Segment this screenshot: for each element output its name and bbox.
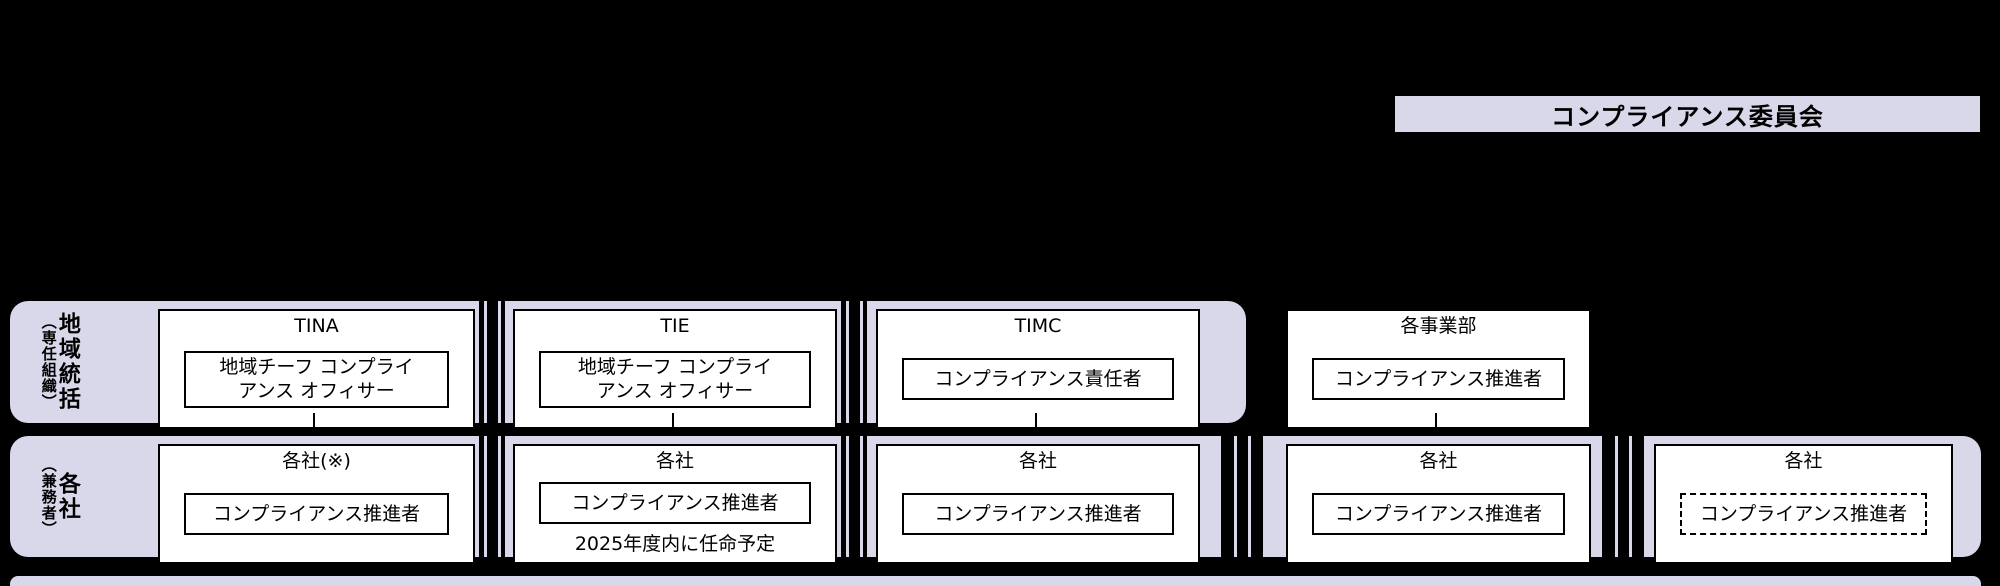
company-box-4: 各社 コンプライアンス推進者 bbox=[1286, 444, 1591, 564]
timc-role-label: コンプライアンス責任者 bbox=[934, 368, 1142, 391]
company-box-4-role-box: コンプライアンス推進者 bbox=[1312, 493, 1565, 536]
tie-box: TIE 地域チーフ コンプライ アンス オフィサー bbox=[513, 309, 837, 429]
company-box-4-role-label: コンプライアンス推進者 bbox=[1334, 503, 1543, 526]
timc-role-box: コンプライアンス責任者 bbox=[902, 358, 1174, 401]
company-box-3-role-wrap: コンプライアンス推進者 bbox=[878, 473, 1198, 556]
segment-separator bbox=[479, 436, 505, 557]
company-box-4-role-wrap: コンプライアンス推進者 bbox=[1288, 473, 1589, 556]
company-box-3: 各社 コンプライアンス推進者 bbox=[876, 444, 1200, 564]
timc-box: TIMC コンプライアンス責任者 bbox=[876, 309, 1200, 429]
tie-title: TIE bbox=[660, 315, 690, 337]
compliance-committee-box: コンプライアンス委員会 bbox=[1395, 96, 1980, 132]
company-box-5: 各社 コンプライアンス推進者 bbox=[1654, 444, 1953, 564]
connector-line bbox=[1035, 413, 1037, 445]
company-box-5-role-box: コンプライアンス推進者 bbox=[1680, 493, 1927, 536]
company-box-1-role-wrap: コンプライアンス推進者 bbox=[160, 473, 473, 556]
tina-role-line2: アンス オフィサー bbox=[238, 380, 395, 403]
segment-separator bbox=[841, 436, 867, 557]
regional-row-side-label-sub: （専任組織） bbox=[39, 314, 58, 410]
company-box-3-role-label: コンプライアンス推進者 bbox=[934, 503, 1142, 526]
connector-line bbox=[672, 413, 674, 445]
division-title: 各事業部 bbox=[1400, 315, 1477, 337]
tie-role-box: 地域チーフ コンプライ アンス オフィサー bbox=[539, 350, 811, 409]
company-box-2-title: 各社 bbox=[655, 450, 694, 472]
company-box-5-role-label: コンプライアンス推進者 bbox=[1699, 503, 1908, 526]
tina-role-wrap: 地域チーフ コンプライ アンス オフィサー bbox=[160, 338, 473, 421]
company-box-2: 各社 コンプライアンス推進者 2025年度内に任命予定 bbox=[513, 444, 837, 564]
timc-role-wrap: コンプライアンス責任者 bbox=[878, 338, 1198, 421]
company-box-2-note: 2025年度内に任命予定 bbox=[574, 533, 776, 556]
segment-separator bbox=[841, 301, 867, 423]
tina-role-line1: 地域チーフ コンプライ bbox=[219, 355, 414, 378]
company-box-1-role-box: コンプライアンス推進者 bbox=[184, 493, 449, 536]
company-box-5-title: 各社 bbox=[1784, 450, 1823, 472]
regional-row-side-label-main: 地域統括 bbox=[54, 312, 80, 412]
regional-row-side-label: 地域統括 （専任組織） bbox=[39, 301, 80, 423]
tie-role-line1: 地域チーフ コンプライ bbox=[577, 355, 773, 378]
tie-role-line2: アンス オフィサー bbox=[596, 380, 754, 403]
company-row-side-label-main: 各社 bbox=[54, 471, 80, 522]
connector-line bbox=[1435, 413, 1437, 445]
division-role-box: コンプライアンス推進者 bbox=[1312, 358, 1565, 401]
timc-title: TIMC bbox=[1014, 315, 1062, 337]
company-box-3-role-box: コンプライアンス推進者 bbox=[902, 493, 1174, 536]
company-box-2-role-wrap: コンプライアンス推進者 bbox=[515, 473, 835, 534]
division-box: 各事業部 コンプライアンス推進者 bbox=[1286, 309, 1591, 429]
company-box-2-role-label: コンプライアンス推進者 bbox=[571, 492, 779, 515]
company-box-1-title: 各社(※) bbox=[282, 450, 351, 472]
division-role-wrap: コンプライアンス推進者 bbox=[1288, 338, 1589, 421]
company-box-5-role-wrap: コンプライアンス推進者 bbox=[1656, 473, 1951, 556]
tina-box: TINA 地域チーフ コンプライ アンス オフィサー bbox=[158, 309, 475, 429]
tina-role-box: 地域チーフ コンプライ アンス オフィサー bbox=[184, 350, 449, 409]
segment-separator bbox=[1602, 436, 1644, 557]
bottom-section-edge bbox=[10, 576, 1981, 586]
tina-title: TINA bbox=[294, 315, 339, 337]
tie-role-wrap: 地域チーフ コンプライ アンス オフィサー bbox=[515, 338, 835, 421]
segment-separator bbox=[479, 301, 505, 423]
company-row-side-label: 各社 （兼務者） bbox=[39, 436, 80, 557]
company-box-2-role-box: コンプライアンス推進者 bbox=[539, 482, 811, 525]
company-box-3-title: 各社 bbox=[1018, 450, 1057, 472]
division-role-label: コンプライアンス推進者 bbox=[1334, 368, 1543, 391]
compliance-committee-label: コンプライアンス委員会 bbox=[1551, 102, 1824, 131]
company-box-4-title: 各社 bbox=[1419, 450, 1458, 472]
company-row-side-label-sub: （兼務者） bbox=[39, 456, 58, 537]
connector-line bbox=[313, 413, 315, 445]
segment-separator bbox=[1221, 436, 1263, 557]
company-box-1: 各社(※) コンプライアンス推進者 bbox=[158, 444, 475, 564]
company-box-1-role-label: コンプライアンス推進者 bbox=[212, 503, 421, 526]
